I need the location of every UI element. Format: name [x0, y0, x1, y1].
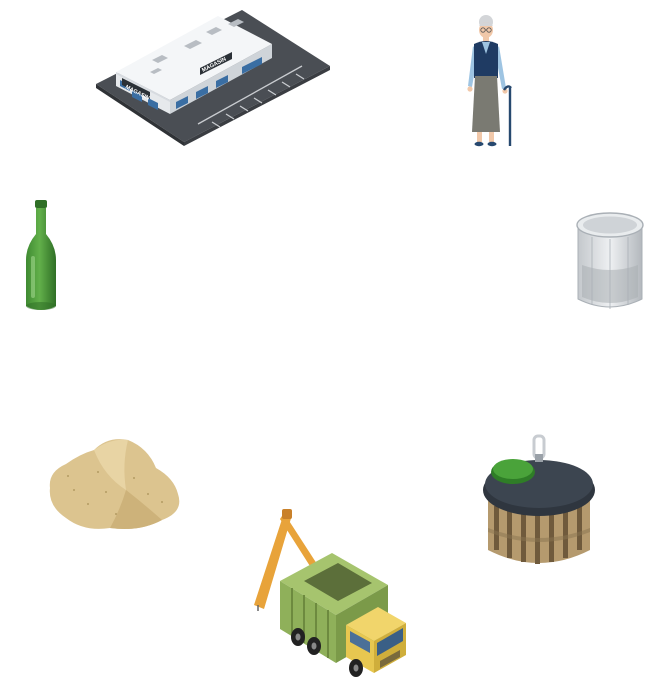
sand-pile-icon [49, 439, 180, 529]
recycling-truck-with-crane-icon [254, 509, 406, 677]
supermarket-building-icon: MAGASIN MAGASIN [96, 10, 330, 146]
green-glass-bottle-icon [26, 200, 56, 310]
elderly-woman-with-cane-icon [467, 15, 512, 147]
glass-jar-icon [576, 212, 644, 309]
glass-recycling-bin-icon [483, 434, 595, 564]
